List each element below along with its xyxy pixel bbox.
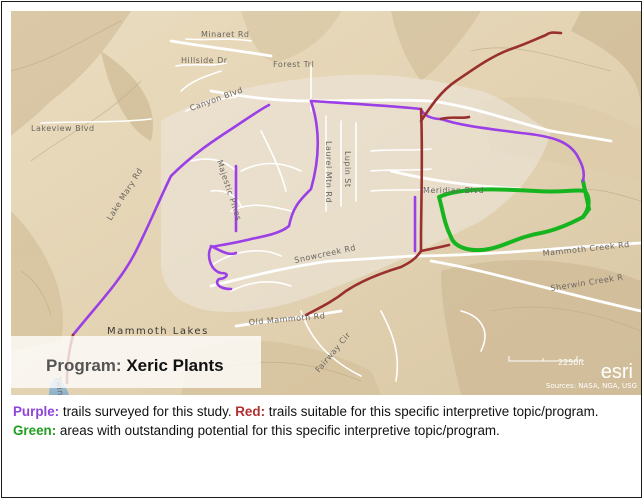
figure-caption: Purple: trails surveyed for this study. … <box>13 402 638 440</box>
legend-key-green: Green: <box>13 423 57 438</box>
trail-map: Minaret Rd Hillside Dr Forest Trl Canyon… <box>11 11 641 395</box>
scale-bar <box>508 356 578 362</box>
street-label-lakeview-blvd: Lakeview Blvd <box>31 124 95 133</box>
legend-text-green: areas with outstanding potential for thi… <box>56 423 500 438</box>
scale-bar-label: 2250ft <box>558 358 585 367</box>
street-label-lupin-st: Lupin St <box>343 151 352 188</box>
street-label-laurel-mtn-rd: Laurel Mtn Rd <box>324 141 333 203</box>
street-label-minaret-rd: Minaret Rd <box>201 30 249 39</box>
green-potential-area <box>437 187 591 253</box>
program-label-backdrop <box>11 336 261 388</box>
program-prefix: Program: <box>46 356 122 375</box>
street-label-hillside-dr: Hillside Dr <box>181 56 228 65</box>
green-potential-area-edge <box>581 179 592 219</box>
local-streets <box>40 38 486 382</box>
map-attribution: Sources: NASA, NGA, USG <box>546 382 637 390</box>
program-label: Program: Xeric Plants <box>46 356 224 376</box>
purple-surveyed-trails <box>71 99 586 337</box>
legend-text-red: trails suitable for this specific interp… <box>265 404 599 419</box>
esri-logo: esri <box>600 361 633 383</box>
street-label-meridian-blvd: Meridian Blvd <box>423 186 484 195</box>
legend-key-red: Red: <box>235 404 266 419</box>
red-suitable-trails <box>65 31 563 385</box>
legend-key-purple: Purple: <box>13 404 60 419</box>
town-label-mammoth-lakes: Mammoth Lakes <box>107 326 209 337</box>
street-label-forest-trl: Forest Trl <box>273 60 314 69</box>
legend-text-purple: trails surveyed for this study. <box>59 404 236 419</box>
major-roads <box>169 39 641 328</box>
map-canvas: Minaret Rd Hillside Dr Forest Trl Canyon… <box>11 11 641 395</box>
program-name: Xeric Plants <box>126 356 224 375</box>
